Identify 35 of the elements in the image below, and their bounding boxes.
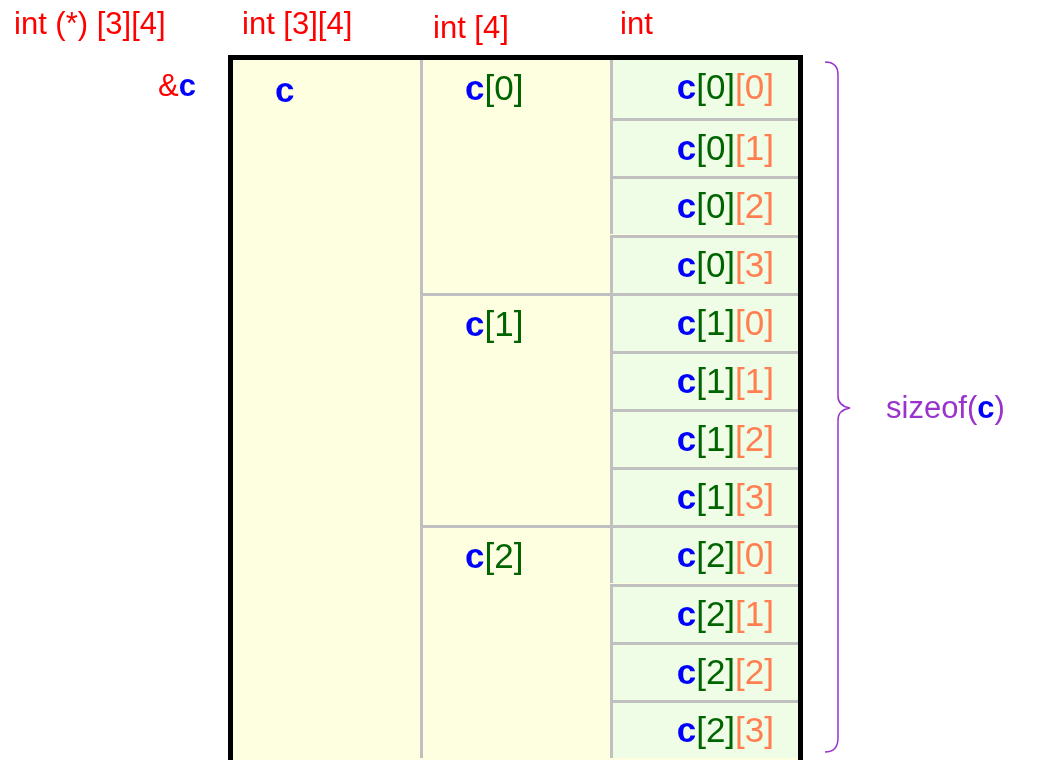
element-cell bbox=[610, 641, 798, 700]
array-label: c[0][3] bbox=[676, 246, 774, 282]
array-label: c[1] bbox=[465, 305, 524, 341]
array-label: c[1][0] bbox=[676, 304, 774, 340]
array-label: c bbox=[275, 72, 295, 107]
element-cell bbox=[610, 234, 798, 293]
array-label: c[0][1] bbox=[676, 130, 774, 166]
element-cell bbox=[610, 525, 798, 584]
array-label: c[2][3] bbox=[676, 711, 774, 747]
array-label: c[1][3] bbox=[676, 479, 774, 515]
array-label: c[2] bbox=[465, 538, 524, 574]
address-label: &c bbox=[158, 70, 196, 101]
type-label: int [3][4] bbox=[242, 8, 353, 39]
type-label: int (*) [3][4] bbox=[14, 8, 166, 39]
element-cell bbox=[610, 467, 798, 526]
array-label: c[1][1] bbox=[676, 362, 774, 398]
type-label: int bbox=[620, 8, 653, 39]
element-cell bbox=[610, 350, 798, 409]
element-cell bbox=[610, 583, 798, 642]
array-label: c[0] bbox=[465, 70, 524, 105]
element-cell bbox=[610, 60, 798, 119]
array-box bbox=[228, 55, 803, 760]
array-label: c[0][2] bbox=[676, 188, 774, 224]
element-cell bbox=[610, 699, 798, 758]
array-label: c[2][1] bbox=[676, 595, 774, 631]
array-label: c[2][0] bbox=[676, 537, 774, 573]
element-cell bbox=[610, 176, 798, 235]
size-label: sizeof(c) bbox=[886, 392, 1005, 423]
array-label: c[0][0] bbox=[676, 69, 774, 104]
element-cell bbox=[610, 118, 798, 177]
type-label: int [4] bbox=[433, 12, 509, 43]
array-label: c[2][2] bbox=[676, 653, 774, 689]
element-cell bbox=[610, 409, 798, 468]
array-label: c[1][2] bbox=[676, 421, 774, 456]
element-cell bbox=[610, 292, 798, 351]
